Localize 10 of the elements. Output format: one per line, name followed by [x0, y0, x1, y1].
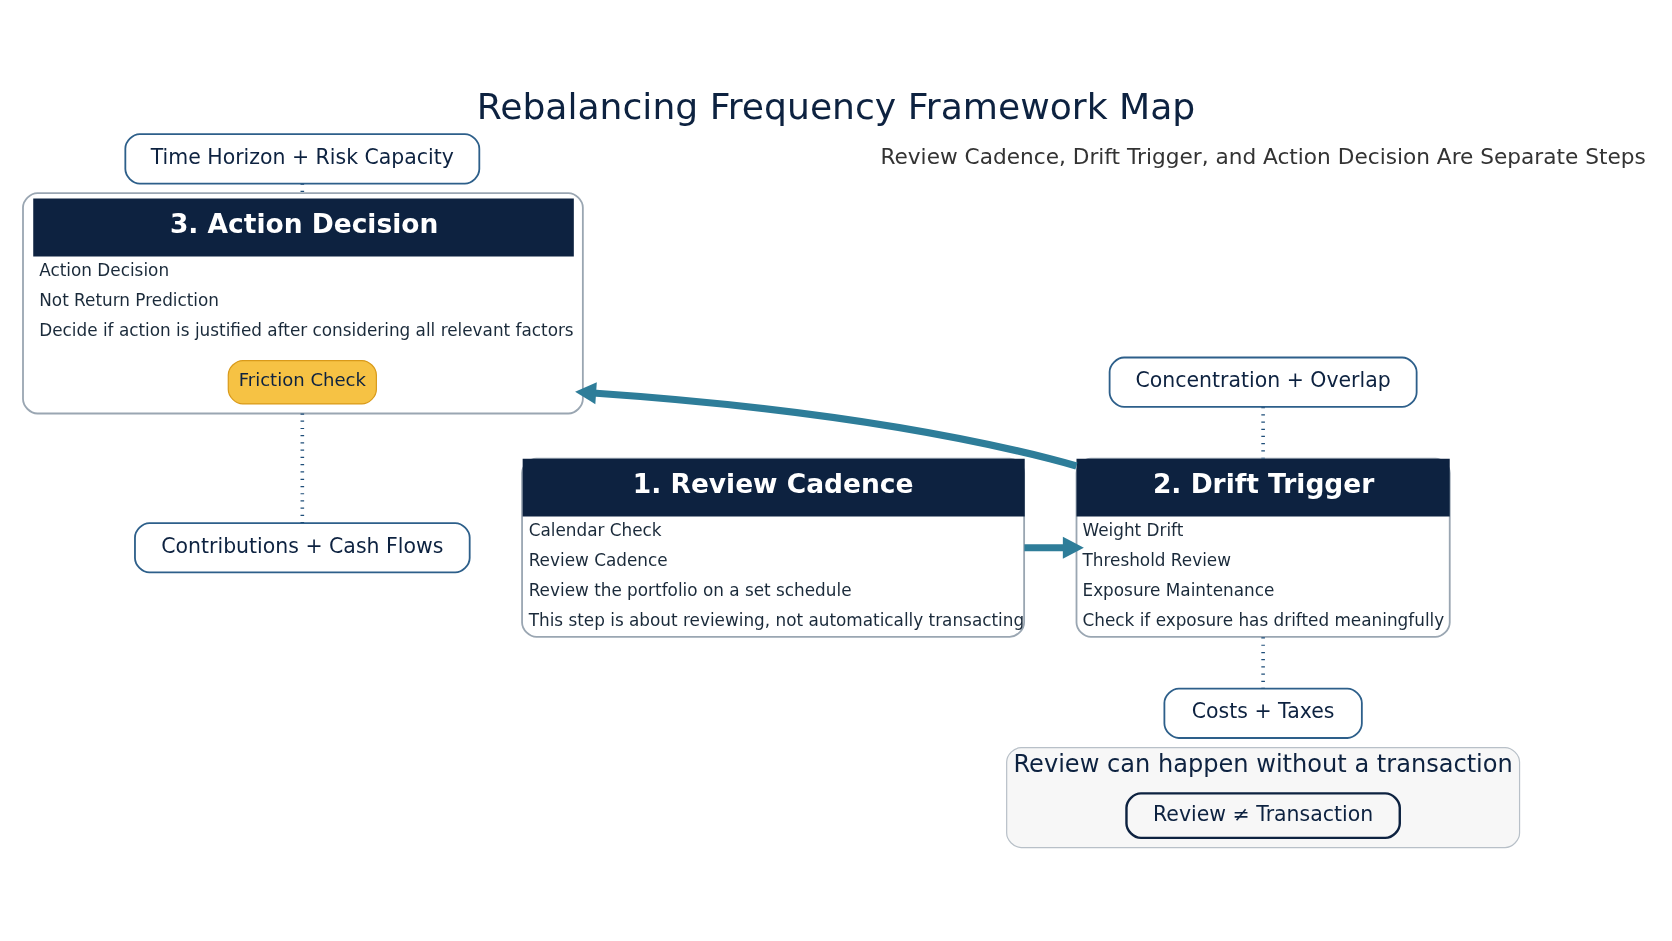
node-box: Time Horizon + Risk Capacity	[124, 132, 481, 184]
arrow	[575, 381, 1078, 469]
node-box: Friction Check	[227, 359, 377, 404]
connector	[300, 413, 305, 523]
node-box: Costs + Taxes	[1163, 687, 1363, 739]
label: Review Cadence, Drift Trigger, and Action Decision Are Separate Steps	[880, 143, 1646, 169]
node-box: Review ≠ Transaction	[1125, 791, 1401, 839]
node-box: Contributions + Cash Flows	[134, 521, 471, 573]
diagram-title: Rebalancing Frequency Framework Map	[476, 84, 1196, 128]
node-box: Concentration + Overlap	[1108, 356, 1418, 408]
